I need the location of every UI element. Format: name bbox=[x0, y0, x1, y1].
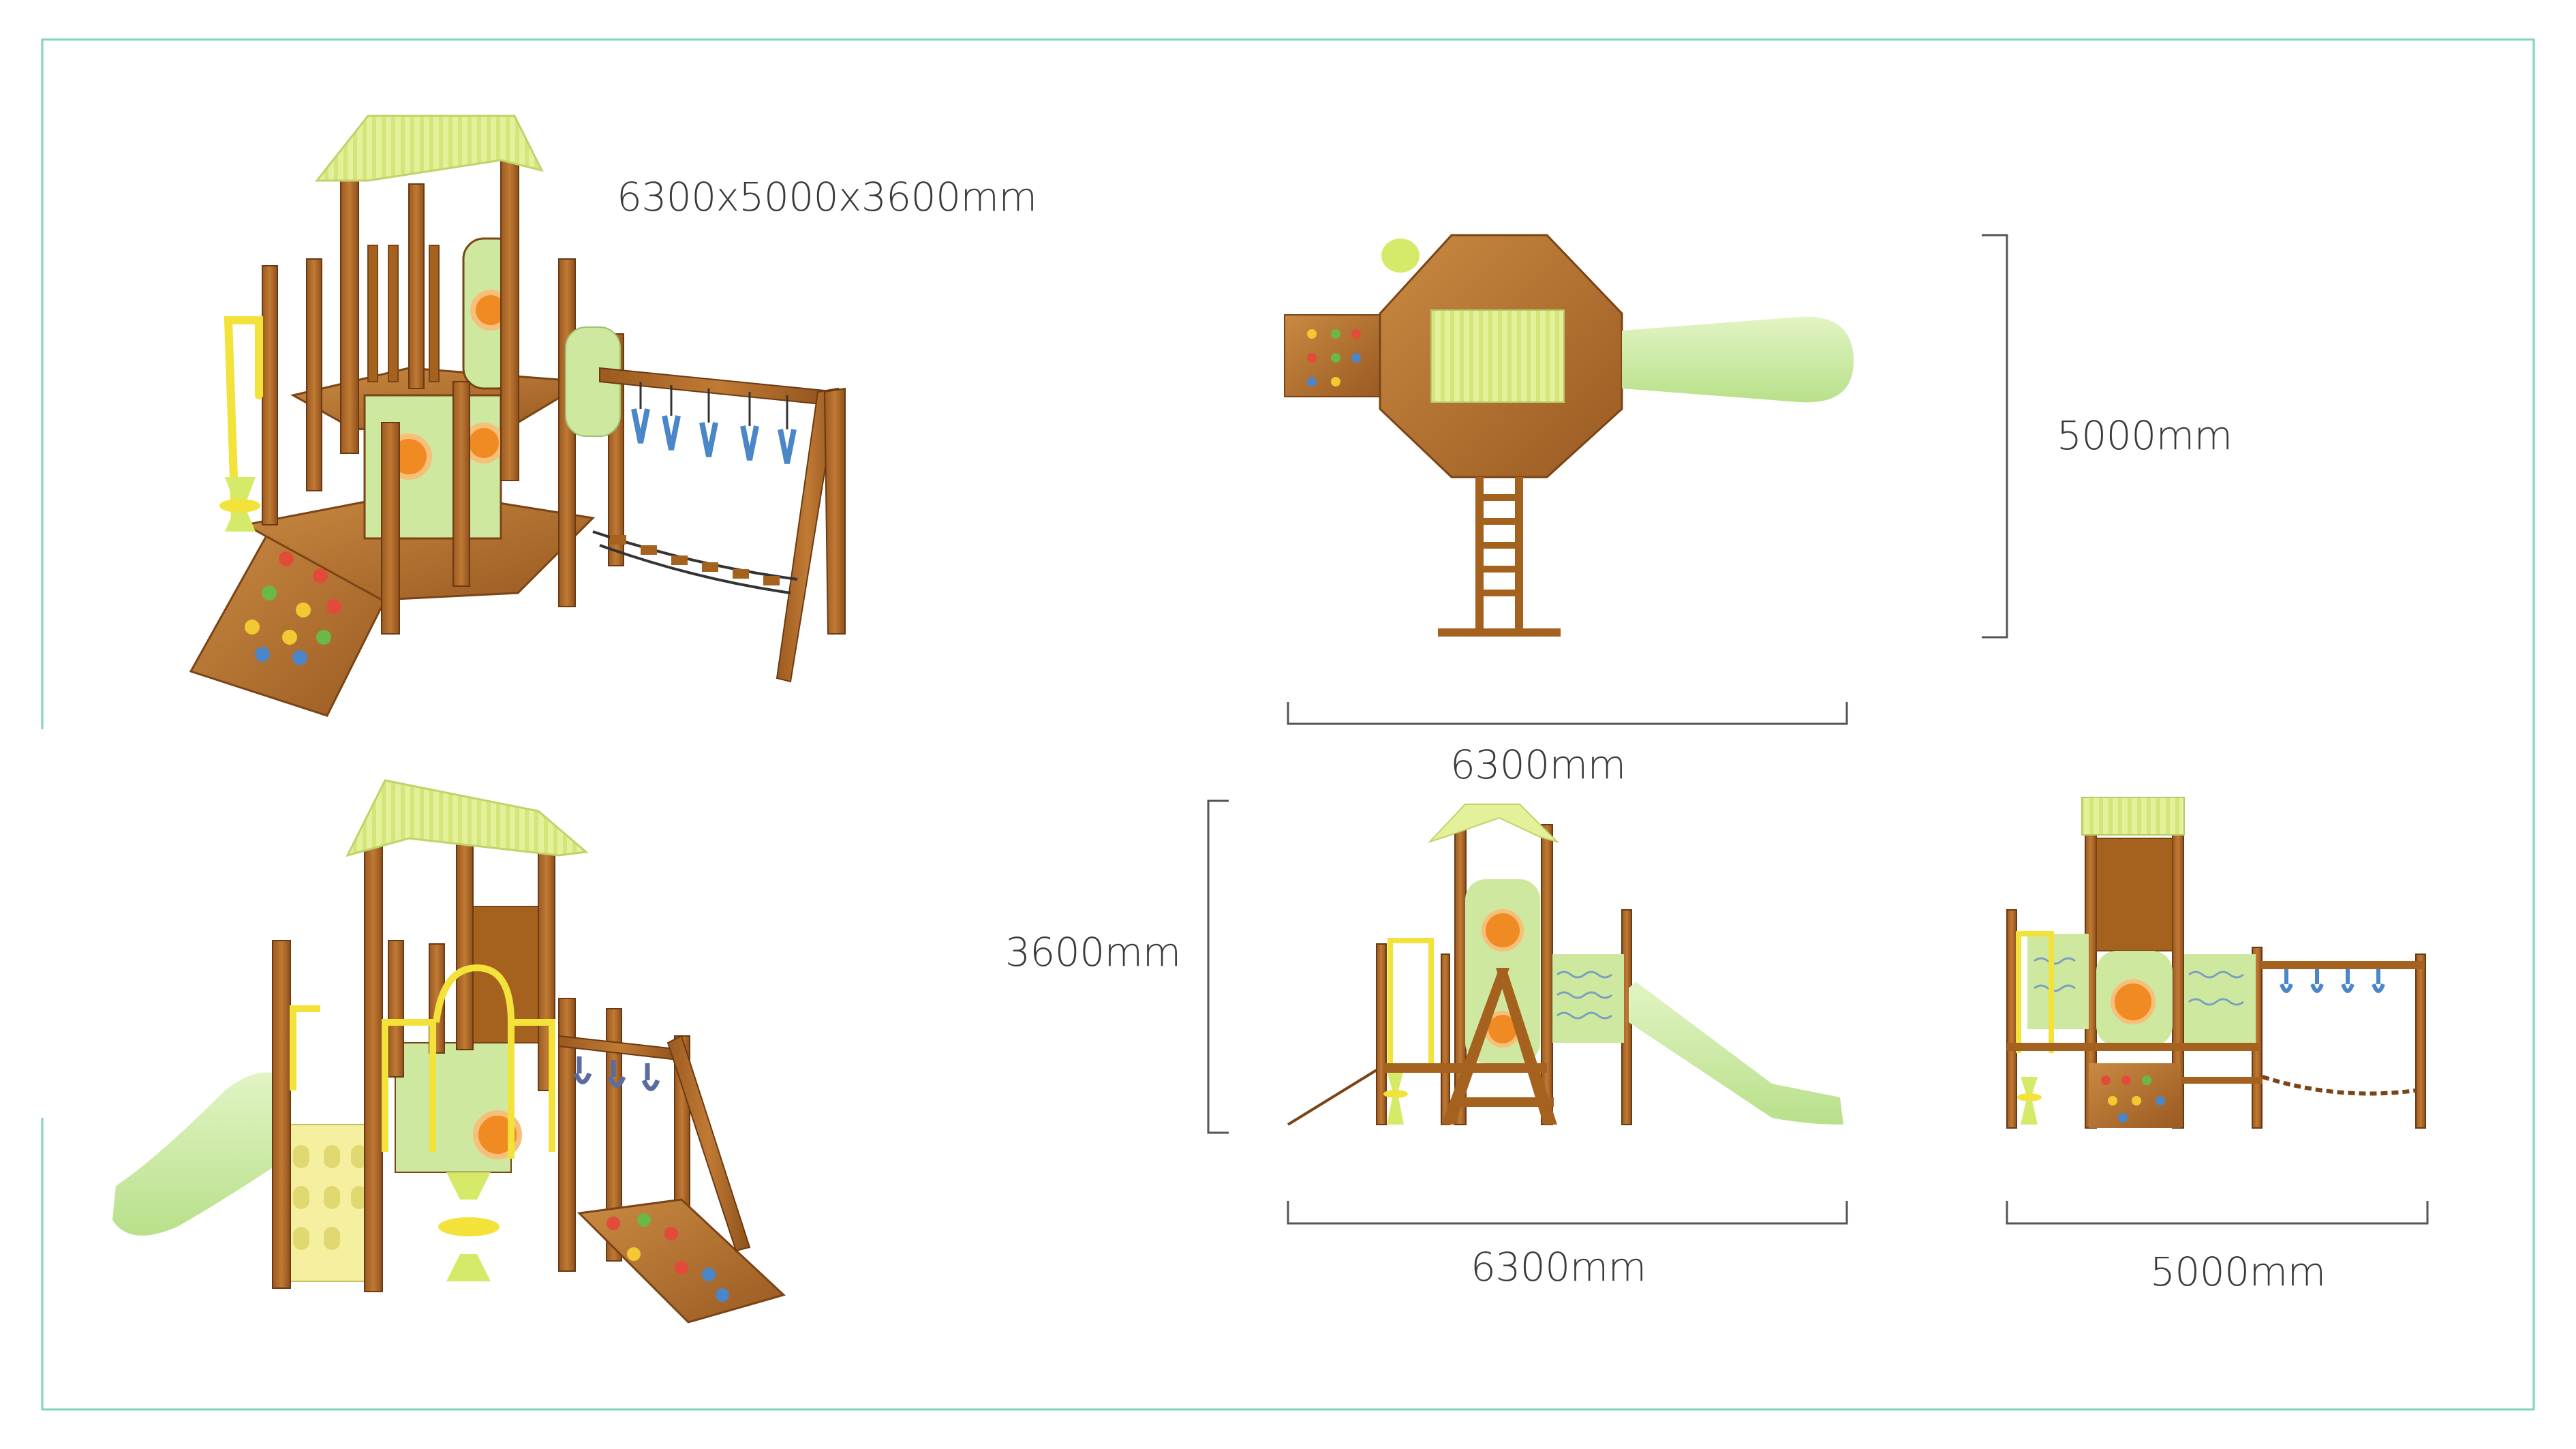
side-deck-line-2 bbox=[2181, 1077, 2263, 1084]
climbing-holds bbox=[245, 551, 355, 665]
top-view-width-label: 6300mm bbox=[1450, 742, 1626, 788]
side-waves bbox=[2034, 957, 2244, 1006]
spinner-2 bbox=[438, 1172, 500, 1281]
front-yellow-rail bbox=[1387, 938, 1434, 1063]
posts bbox=[262, 159, 624, 635]
side-rope-bridge bbox=[2262, 1075, 2417, 1096]
hanging-rings bbox=[631, 382, 797, 464]
front-view-height-label: 3600mm bbox=[1005, 929, 1181, 975]
side-view bbox=[2006, 797, 2429, 1225]
front-roof bbox=[1427, 804, 1560, 844]
overall-size-label: 6300x5000x3600mm bbox=[617, 174, 1037, 220]
tube-slide bbox=[112, 1072, 286, 1236]
side-view-width-label: 5000mm bbox=[2150, 1249, 2326, 1295]
holds-top bbox=[1307, 329, 1361, 386]
front-view-width-label: 6300mm bbox=[1471, 1244, 1646, 1290]
spinner-top bbox=[1381, 239, 1420, 273]
dim-front-width bbox=[1287, 1201, 1848, 1225]
side-tower-slats bbox=[2096, 838, 2173, 951]
side-panel-left bbox=[2027, 934, 2089, 1029]
dim-front-height bbox=[1207, 799, 1229, 1134]
frame-border bbox=[41, 38, 2535, 1411]
dim-top-width bbox=[1287, 702, 1848, 725]
frame-gap-left bbox=[37, 729, 47, 1118]
roof-top bbox=[1430, 309, 1565, 403]
side-rings bbox=[2280, 969, 2385, 993]
front-waves bbox=[1557, 971, 1612, 1020]
perspective-view-1 bbox=[189, 115, 846, 717]
ladder-top bbox=[1438, 477, 1561, 637]
side-deck-line bbox=[2007, 1043, 2259, 1051]
wall-holes bbox=[293, 1145, 367, 1250]
front-panel-right bbox=[1552, 954, 1624, 1043]
porthole-lower-2 bbox=[463, 423, 504, 463]
roof-2 bbox=[346, 779, 589, 857]
slide-top bbox=[1622, 316, 1854, 403]
front-slide bbox=[1629, 981, 1843, 1125]
front-base bbox=[1383, 1063, 1547, 1073]
front-porthole-upper bbox=[1482, 909, 1524, 951]
yellow-handrail bbox=[224, 316, 263, 522]
side-spinner bbox=[2017, 1077, 2042, 1125]
dim-side-width bbox=[2006, 1201, 2429, 1225]
side-holds bbox=[2101, 1076, 2165, 1123]
ramp-holds-2 bbox=[607, 1213, 729, 1302]
perspective-view-2 bbox=[112, 779, 786, 1324]
side-roof bbox=[2081, 797, 2185, 836]
side-porthole bbox=[2111, 979, 2156, 1024]
rings-2 bbox=[573, 1056, 660, 1091]
side-monkey-beam bbox=[2261, 961, 2425, 969]
roof bbox=[314, 115, 544, 182]
side-climb-ramp bbox=[2089, 1063, 2181, 1128]
top-view-depth-label: 5000mm bbox=[2057, 412, 2233, 459]
top-view bbox=[1284, 234, 2008, 725]
swing-frame-2 bbox=[558, 1035, 751, 1252]
tower-slats bbox=[367, 245, 440, 382]
front-rope bbox=[1287, 1069, 1378, 1126]
yellow-rails-2 bbox=[290, 964, 555, 1159]
front-view bbox=[1207, 799, 1848, 1225]
posts-2 bbox=[272, 831, 690, 1292]
spinner-column bbox=[219, 477, 260, 532]
rope-bridge bbox=[592, 530, 798, 594]
dim-top-depth bbox=[1982, 234, 2008, 639]
monkey-bar-frame bbox=[599, 367, 846, 683]
front-spinner bbox=[1383, 1070, 1408, 1125]
side-yellow-rail bbox=[2016, 931, 2054, 1053]
